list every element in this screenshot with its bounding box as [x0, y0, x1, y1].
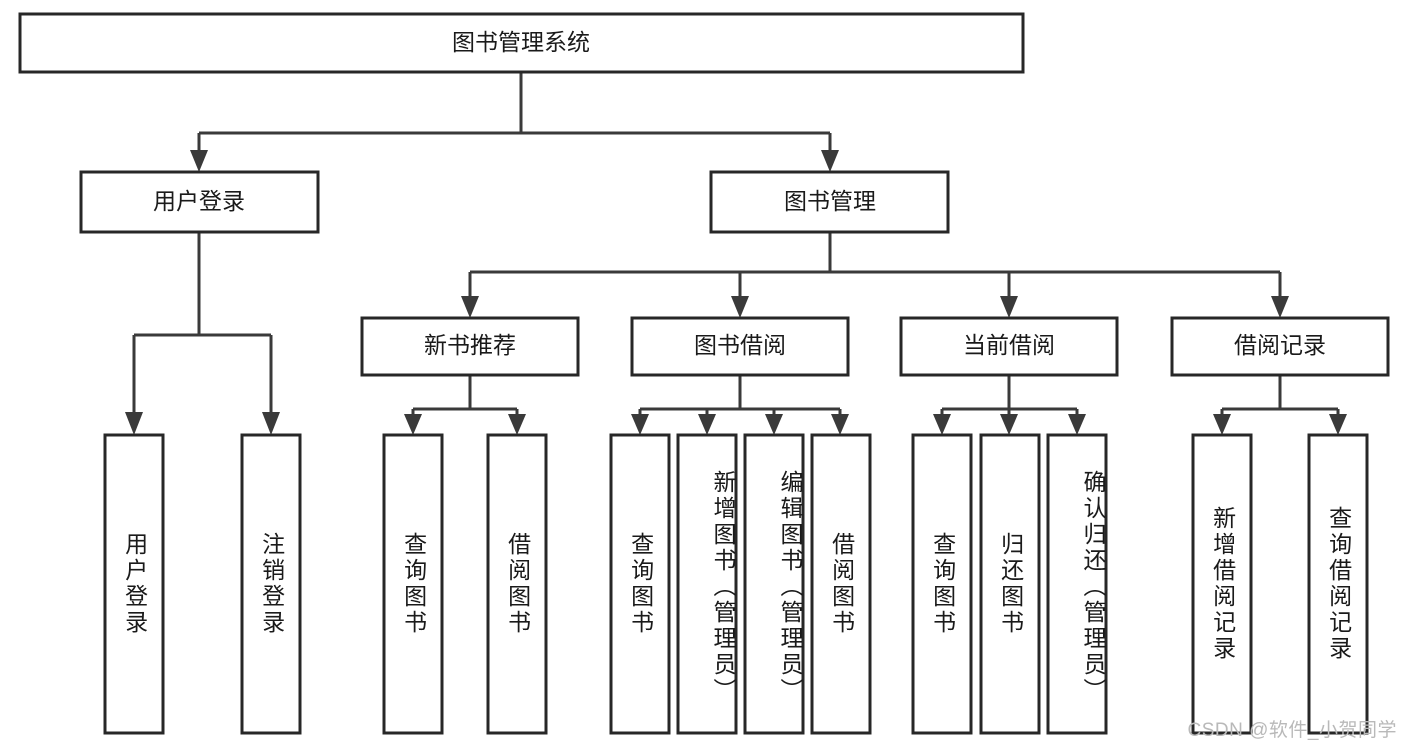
- connector-layer: [125, 72, 1347, 435]
- node-new-book-recommend-label: 新书推荐: [424, 332, 516, 358]
- node-leaf-user-login[interactable]: [103, 433, 165, 735]
- node-book-borrow-label: 图书借阅: [694, 332, 786, 358]
- arrow-to-leaf-edit-book-admin: [765, 414, 783, 435]
- arrow-to-leaf-query-borrow-record: [1329, 414, 1347, 435]
- node-book-management[interactable]: [709, 170, 950, 234]
- node-user-login-label: 用户登录: [153, 188, 245, 214]
- node-leaf-query-book-1[interactable]: [382, 433, 444, 735]
- node-leaf-add-book-admin[interactable]: [676, 433, 738, 735]
- arrow-to-leaf-user-login: [125, 412, 143, 435]
- arrow-to-leaf-confirm-return-admin: [1068, 414, 1086, 435]
- arrow-to-leaf-query-book-2: [631, 414, 649, 435]
- node-current-borrow-label: 当前借阅: [963, 332, 1055, 358]
- node-borrow-record-label: 借阅记录: [1234, 332, 1326, 358]
- node-current-borrow[interactable]: [899, 316, 1119, 377]
- arrow-to-book-borrow: [731, 296, 749, 318]
- node-user-login[interactable]: [79, 170, 320, 234]
- node-leaf-query-borrow-record[interactable]: [1307, 433, 1369, 735]
- node-book-borrow[interactable]: [630, 316, 850, 377]
- arrow-to-leaf-query-book-3: [933, 414, 951, 435]
- node-root[interactable]: [18, 12, 1025, 74]
- node-leaf-query-book-2[interactable]: [609, 433, 671, 735]
- node-book-management-label: 图书管理: [784, 188, 876, 214]
- arrow-to-book-management: [821, 150, 839, 172]
- node-leaf-borrow-book-1[interactable]: [486, 433, 548, 735]
- node-leaf-return-book[interactable]: [979, 433, 1041, 735]
- node-leaf-confirm-return-admin[interactable]: [1046, 433, 1108, 735]
- node-leaf-add-borrow-record[interactable]: [1191, 433, 1253, 735]
- arrow-to-new-book-recommend: [461, 296, 479, 318]
- node-leaf-borrow-book-2[interactable]: [810, 433, 872, 735]
- arrow-to-user-login: [190, 150, 208, 172]
- arrow-to-leaf-query-book-1: [404, 414, 422, 435]
- arrow-to-current-borrow: [1000, 296, 1018, 318]
- node-new-book-recommend[interactable]: [360, 316, 580, 377]
- node-root-label: 图书管理系统: [452, 29, 590, 55]
- arrow-to-leaf-borrow-book-2: [831, 414, 849, 435]
- csdn-watermark: CSDN @软件_小贺同学: [1187, 720, 1397, 741]
- node-borrow-record[interactable]: [1170, 316, 1390, 377]
- arrow-to-leaf-borrow-book-1: [508, 414, 526, 435]
- arrow-to-leaf-add-borrow-record: [1213, 414, 1231, 435]
- arrow-to-leaf-return-book: [1000, 414, 1018, 435]
- arrow-to-leaf-add-book-admin: [698, 414, 716, 435]
- node-leaf-logout-login[interactable]: [240, 433, 302, 735]
- arrow-to-leaf-logout-login: [262, 412, 280, 435]
- node-layer: 图书管理系统 用户登录 图书管理 新书推荐 图书借阅 当前借阅 借阅记录: [18, 12, 1390, 735]
- node-leaf-edit-book-admin[interactable]: [743, 433, 805, 735]
- node-leaf-query-book-3[interactable]: [911, 433, 973, 735]
- arrow-to-borrow-record: [1271, 296, 1289, 318]
